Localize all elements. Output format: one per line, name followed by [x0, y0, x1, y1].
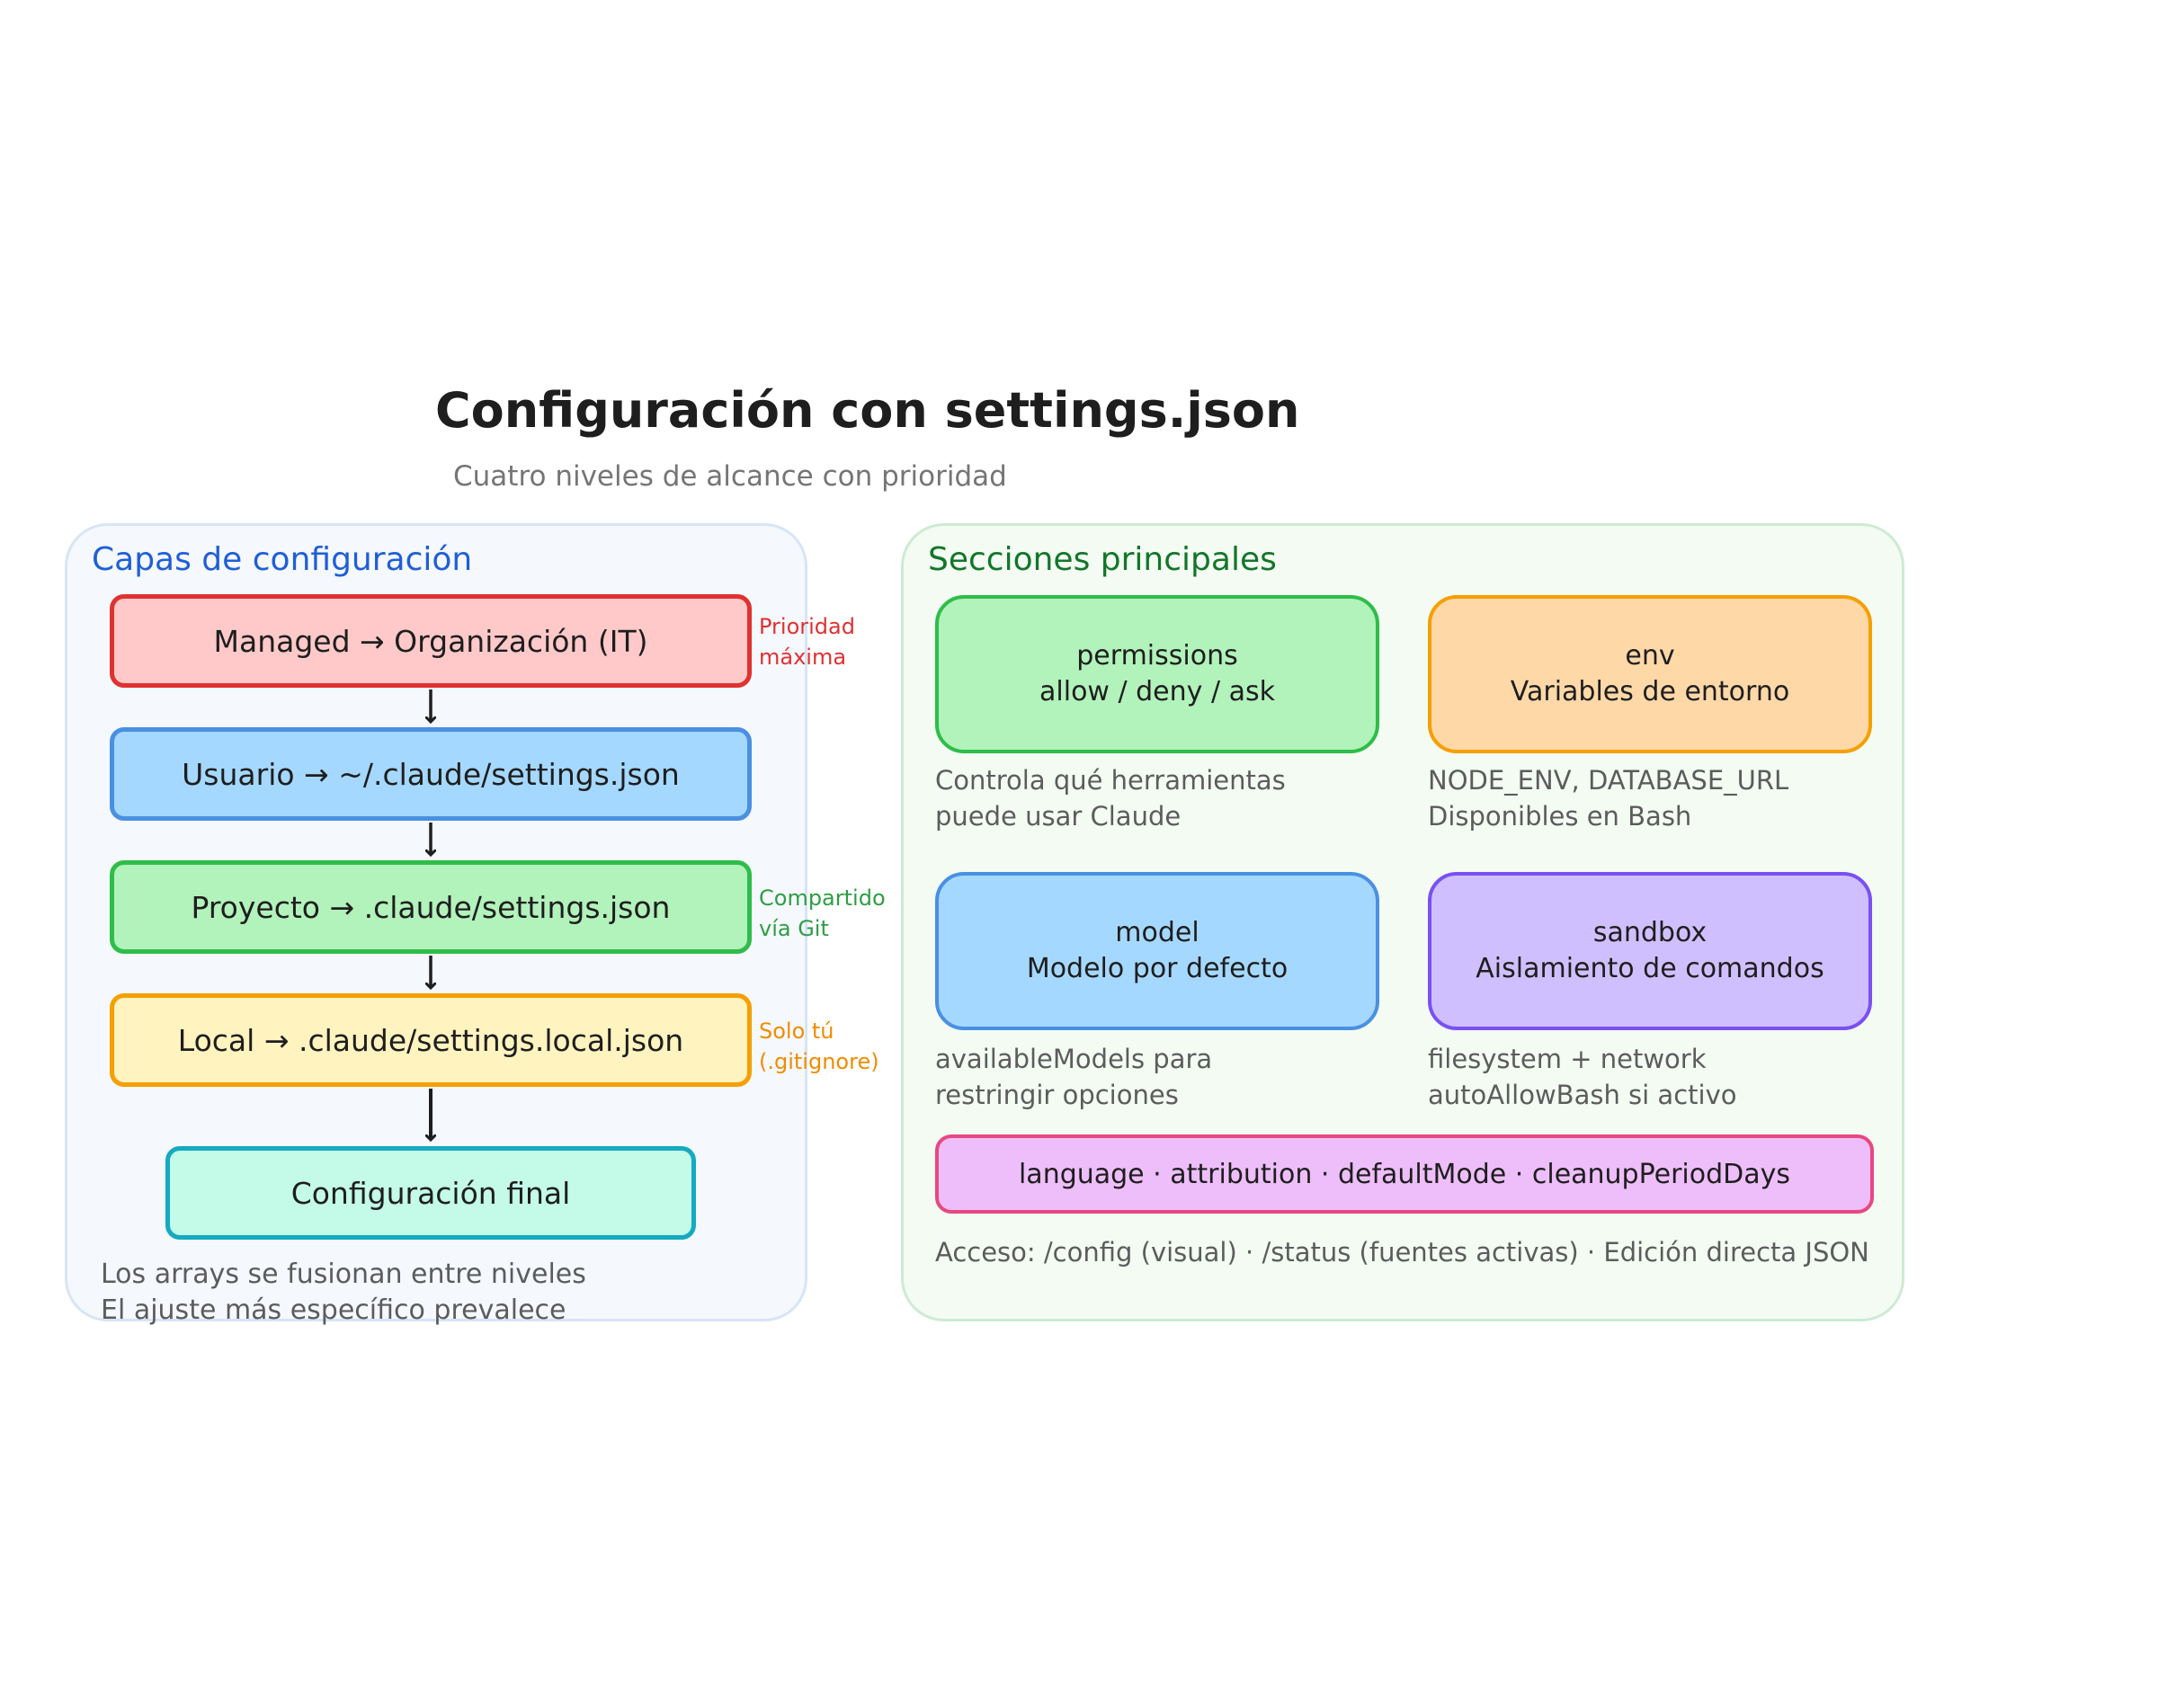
section-env-name: env — [1625, 640, 1675, 672]
section-model: model Modelo por defecto — [935, 872, 1379, 1030]
section-env: env Variables de entorno — [1428, 595, 1872, 753]
section-permissions-description: Controla qué herramientas puede usar Cla… — [935, 765, 1286, 832]
layer-project: Proyecto → .claude/settings.json — [110, 860, 752, 954]
layer-user: Usuario → ~/.claude/settings.json — [110, 727, 752, 821]
section-permissions: permissions allow / deny / ask — [935, 595, 1379, 753]
section-model-detail: Modelo por defecto — [1026, 953, 1289, 984]
layer-final: Configuración final — [165, 1146, 696, 1240]
section-sandbox-name: sandbox — [1592, 917, 1708, 948]
note-project-shared: Compartido vía Git — [759, 885, 886, 941]
layer-local: Local → .claude/settings.local.json — [110, 993, 752, 1087]
section-sandbox: sandbox Aislamiento de comandos — [1428, 872, 1872, 1030]
note-managed-priority: Prioridad máxima — [759, 614, 855, 670]
section-sandbox-description: filesystem + network autoAllowBash si ac… — [1428, 1044, 1737, 1110]
section-sandbox-detail: Aislamiento de comandos — [1476, 953, 1824, 984]
misc-settings-bar: language · attribution · defaultMode · c… — [935, 1134, 1874, 1214]
section-model-name: model — [1115, 917, 1199, 948]
page-title: Configuración con settings.json — [435, 382, 1300, 439]
section-env-detail: Variables de entorno — [1510, 676, 1790, 707]
section-permissions-name: permissions — [1076, 640, 1238, 672]
section-model-description: availableModels para restringir opciones — [935, 1044, 1213, 1110]
section-permissions-detail: allow / deny / ask — [1039, 676, 1275, 707]
layers-footer-note: Los arrays se fusionan entre niveles El … — [101, 1259, 586, 1326]
sections-panel-heading: Secciones principales — [928, 541, 1277, 578]
layer-managed: Managed → Organización (IT) — [110, 594, 752, 688]
layers-panel-heading: Capas de configuración — [92, 541, 473, 578]
page-subtitle: Cuatro niveles de alcance con prioridad — [453, 460, 1007, 493]
note-local-only: Solo tú (.gitignore) — [759, 1019, 879, 1074]
section-env-description: NODE_ENV, DATABASE_URL Disponibles en Ba… — [1428, 765, 1789, 832]
access-note: Acceso: /config (visual) · /status (fuen… — [935, 1237, 1869, 1268]
